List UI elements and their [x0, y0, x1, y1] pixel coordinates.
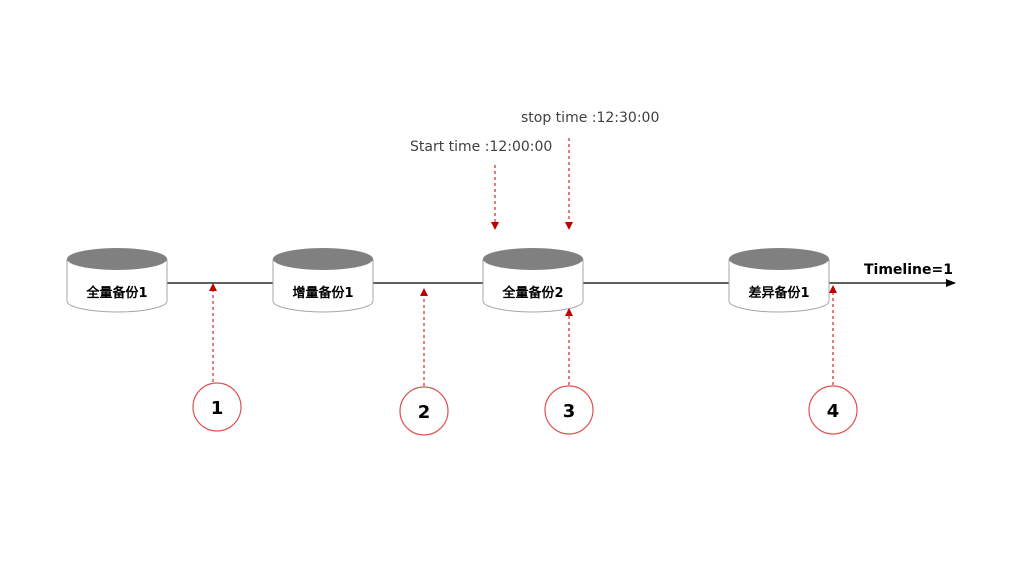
marker-3: 3: [544, 308, 594, 435]
marker-2: 2: [399, 288, 449, 436]
database-incremental-backup-1: 增量备份1: [272, 248, 374, 313]
database-full-backup-1: 全量备份1: [66, 248, 168, 313]
database-full-backup-2: 全量备份2: [482, 248, 584, 313]
marker-circle: [192, 382, 242, 432]
marker-circle: [808, 385, 858, 435]
marker-circle: [544, 385, 594, 435]
stop-time-label: stop time :12:30:00: [521, 110, 659, 126]
database-label: 全量备份1: [85, 285, 147, 301]
start-time-label: Start time :12:00:00: [410, 139, 552, 155]
database-top: [273, 248, 373, 270]
marker-number: 2: [418, 402, 431, 423]
marker-circle: [399, 386, 449, 436]
database-top: [483, 248, 583, 270]
marker-number: 4: [827, 401, 840, 422]
database-top: [67, 248, 167, 270]
database-top: [729, 248, 829, 270]
database-label: 增量备份1: [292, 285, 353, 301]
timeline-label: Timeline=1: [864, 262, 953, 278]
database-label: 全量备份2: [501, 285, 563, 301]
database-label: 差异备份1: [748, 285, 809, 301]
marker-number: 3: [563, 401, 576, 422]
marker-number: 1: [211, 398, 224, 419]
database-differential-backup-1: 差异备份1: [728, 248, 830, 313]
marker-4: 4: [808, 285, 858, 435]
marker-1: 1: [192, 283, 242, 432]
